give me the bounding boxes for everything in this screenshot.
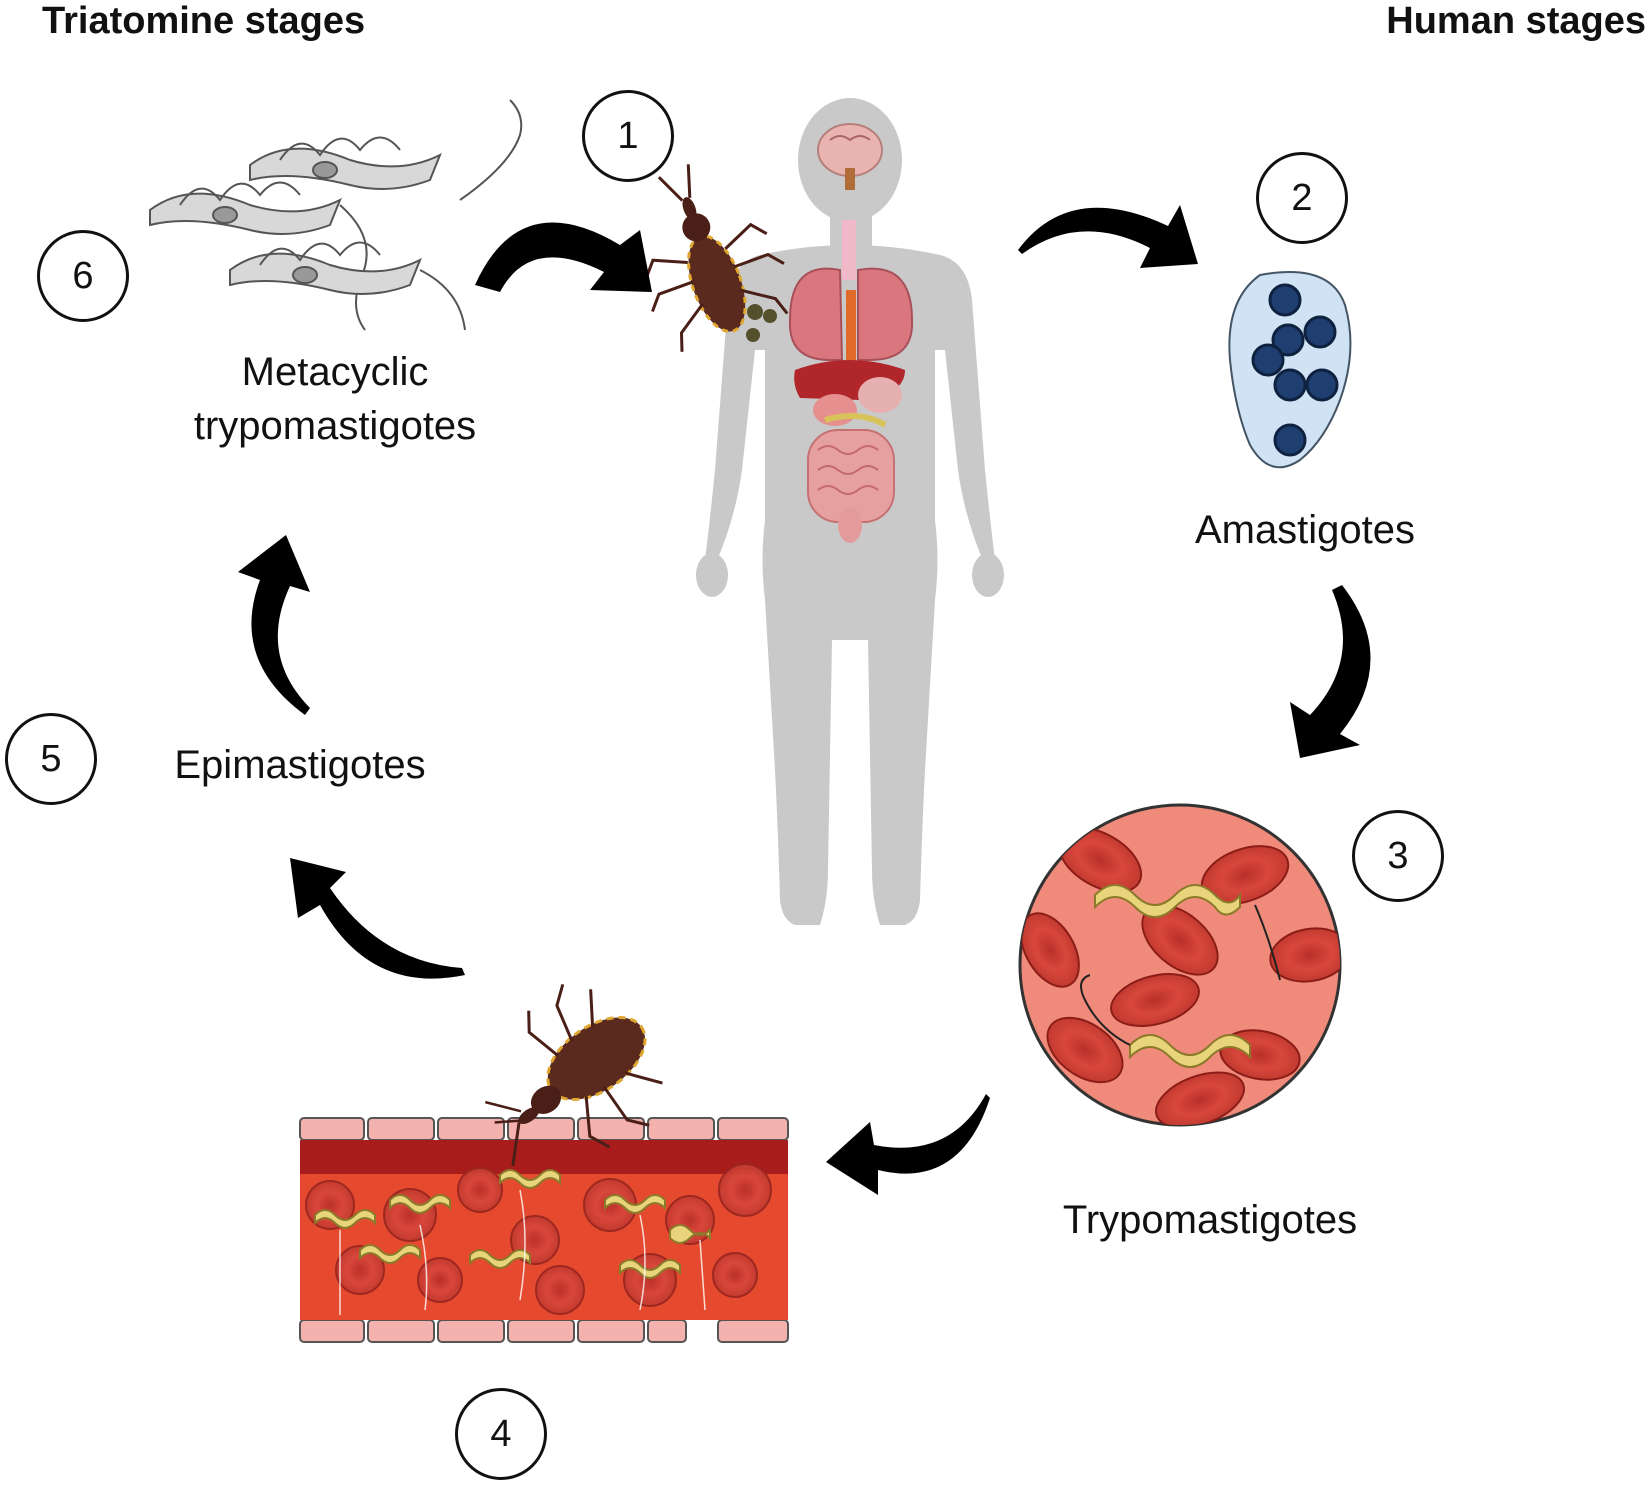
- bug-feces-dots: [746, 304, 777, 342]
- metacyclic-trypomastigotes-illustration: [149, 99, 523, 331]
- step-6-circle: 6: [37, 230, 129, 322]
- amastigote-cell-illustration: [1228, 271, 1352, 469]
- arrow-5-to-6: [238, 535, 310, 715]
- human-organs: [788, 123, 914, 543]
- step-5-circle: 5: [5, 713, 97, 805]
- epimastigotes-label: Epimastigotes: [174, 743, 426, 787]
- amastigotes-label: Amastigotes: [1194, 508, 1416, 552]
- trypomastigotes-label: Trypomastigotes: [1062, 1198, 1358, 1242]
- blood-vessel-illustration: [299, 1117, 789, 1343]
- cycle-arrows: [238, 205, 1371, 1195]
- trypomastigotes-blood-circle: [1018, 803, 1342, 1127]
- metacyclic-label-line1: Metacyclic: [241, 350, 429, 394]
- step-3-circle: 3: [1352, 810, 1444, 902]
- triatomine-bug-biting: [645, 164, 789, 352]
- triatomine-stages-heading: Triatomine stages: [42, 0, 366, 42]
- arrow-3-to-4: [826, 1094, 990, 1195]
- arrow-1-to-2: [1018, 205, 1198, 268]
- arrow-2-to-3: [1290, 585, 1371, 758]
- metacyclic-label-line2: trypomastigotes: [193, 404, 477, 448]
- triatomine-bug-feeding: [484, 983, 663, 1167]
- arrow-6-to-1: [475, 222, 652, 292]
- step-1-circle: 1: [582, 90, 674, 182]
- metacyclic-trypomastigotes-label: Metacyclic trypomastigotes: [150, 345, 520, 453]
- step-4-circle: 4: [455, 1388, 547, 1480]
- step-2-circle: 2: [1256, 152, 1348, 244]
- arrow-4-to-5: [290, 858, 465, 979]
- human-stages-heading: Human stages: [1386, 0, 1646, 42]
